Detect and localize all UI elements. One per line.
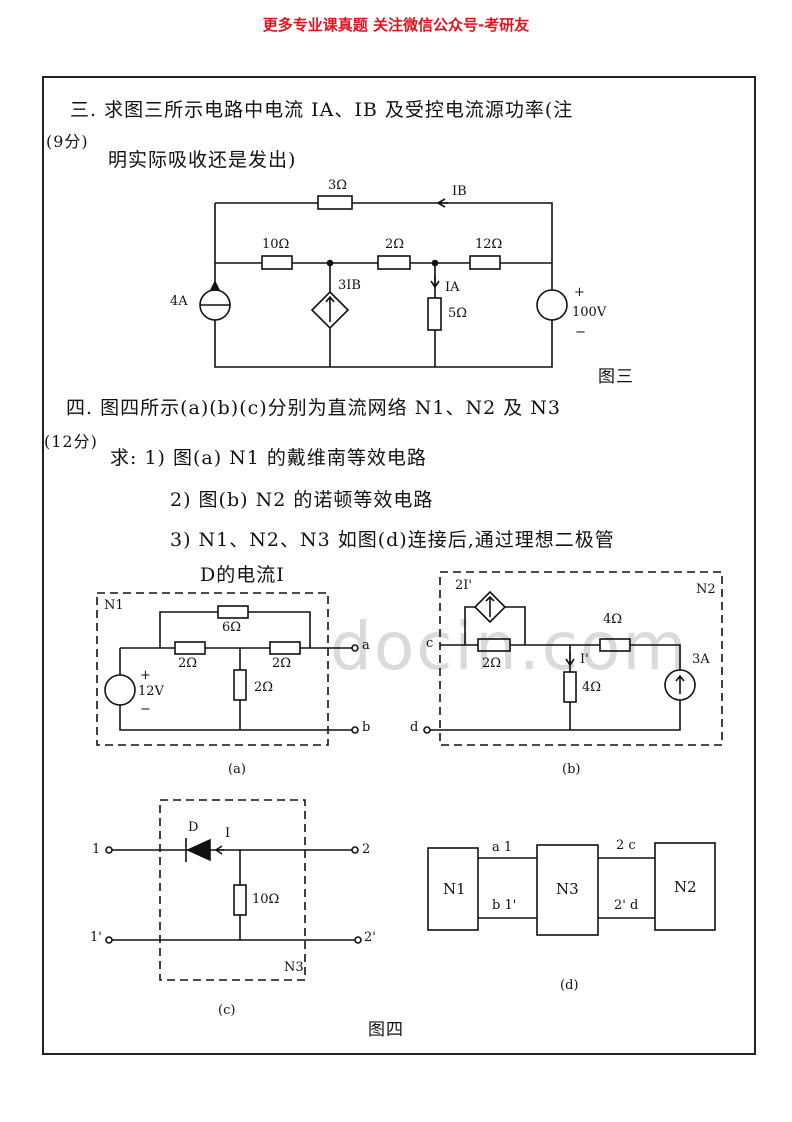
fig-d-n3: N3 [556,880,579,898]
fig-a-r2c: 2Ω [254,680,274,695]
fig-b-3a: 3A [692,652,710,667]
fig-c-name: N3 [284,960,304,975]
fig-c-diode-label: D [188,820,199,835]
fig-c-node-2: 2 [362,842,371,857]
fig-b-terminal-d: d [410,720,419,735]
fig4-caption: 图四 [368,1020,404,1040]
fig-a-plus: + [140,668,151,683]
figure-d-diagram [427,842,716,936]
fig-a-terminal-a: a [362,638,370,653]
q3-line1: 三. 求图三所示电路中电流 IA、IB 及受控电流源功率(注 [70,99,574,121]
fig-b-r2: 2Ω [482,656,502,671]
figure-b-circuit [423,571,723,746]
page-frame [42,76,756,1055]
fig-b-terminal-c: c [426,636,434,651]
fig3-4a-label: 4A [170,294,188,309]
fig-d-n1: N1 [443,880,466,898]
fig-d-d2: 2' d [614,898,639,913]
q4-line1: 四. 图四所示(a)(b)(c)分别为直流网络 N1、N2 及 N3 [66,397,561,419]
figure-3-circuit [199,195,568,368]
fig3-100v-label: 100V [572,305,607,320]
fig-a-terminal-b: b [362,720,371,735]
fig-c-caption: (c) [218,1003,236,1018]
fig-c-r10: 10Ω [252,892,280,907]
fig3-dep-label: 3IB [338,278,361,293]
fig3-r5-label: 5Ω [448,306,468,321]
fig-d-c2: 2 c [616,838,636,853]
fig-b-name: N2 [696,582,716,597]
fig-d-a1: a 1 [492,840,513,855]
fig-c-node-2p: 2' [364,930,376,945]
figure-c-circuit [105,799,362,981]
fig3-r10-label: 10Ω [262,237,290,252]
fig-b-r4b: 4Ω [582,680,602,695]
q3-score: (9分) [46,132,89,151]
fig-b-dep: 2I' [455,578,472,593]
fig-a-12v: 12V [138,684,164,699]
fig-a-r6: 6Ω [222,620,242,635]
fig-c-current-label: I [225,826,231,841]
fig-d-n2: N2 [674,878,697,896]
fig-a-r2a: 2Ω [178,656,198,671]
figure-a-circuit [96,592,359,746]
fig-a-r2b: 2Ω [272,656,292,671]
fig3-ib-label: IB [452,184,467,199]
fig-b-caption: (b) [562,762,581,777]
fig3-plus: + [574,285,585,300]
q4-req1: 求: 1) 图(a) N1 的戴维南等效电路 [110,447,427,469]
fig-b-ip: I' [580,652,589,667]
fig3-caption: 图三 [598,367,634,387]
q4-req2: 2) 图(b) N2 的诺顿等效电路 [170,489,434,511]
watermark: docin.com [330,608,689,685]
q4-req3b: D的电流I [200,564,285,586]
fig3-r12-label: 12Ω [475,237,503,252]
fig-c-node-1: 1 [92,842,101,857]
fig-d-caption: (d) [560,978,579,993]
q4-score: (12分) [44,432,98,451]
fig-a-minus: − [140,702,151,717]
fig3-ia-label: IA [445,280,460,295]
header-banner: 更多专业课真题 关注微信公众号-考研友 [262,16,530,34]
fig3-minus: − [575,325,586,340]
fig3-r3-label: 3Ω [328,178,348,193]
fig-b-r4a: 4Ω [603,612,623,627]
fig-a-caption: (a) [228,762,246,777]
fig-c-node-1p: 1' [90,930,102,945]
q3-line2: 明实际吸收还是发出) [108,149,297,171]
q4-req3: 3) N1、N2、N3 如图(d)连接后,通过理想二极管 [170,529,615,551]
fig3-r2-label: 2Ω [385,237,405,252]
fig-d-b1: b 1' [492,898,517,913]
fig-a-name: N1 [104,598,124,613]
